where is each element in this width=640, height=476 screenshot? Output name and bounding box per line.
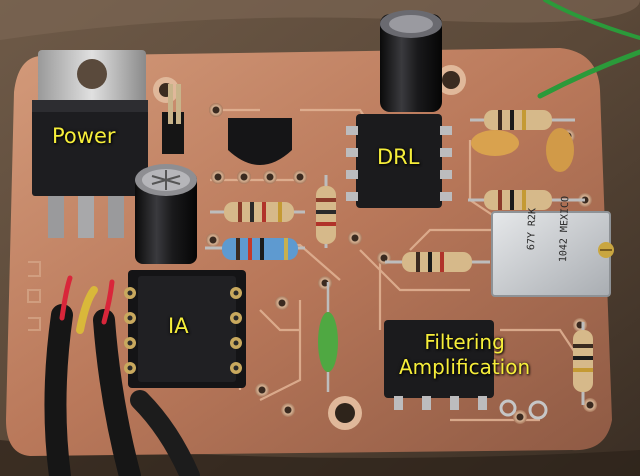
header-pins	[162, 84, 184, 154]
label-amplification: Amplification	[399, 355, 531, 379]
transistor	[228, 118, 292, 165]
label-filtering: Filtering	[424, 330, 505, 354]
pot-marking-line1: 67Y R2K	[526, 207, 539, 251]
electrolytic-capacitor-large	[380, 10, 442, 112]
electrolytic-capacitor-small	[135, 164, 197, 264]
solder-loops	[499, 399, 548, 420]
pot-marking-line2: 1042 MEXICO	[558, 195, 572, 263]
board-silkscreen	[27, 261, 41, 331]
ic-ia	[124, 270, 246, 388]
label-drl: DRL	[377, 145, 420, 169]
ic-filtering-amplification	[384, 320, 494, 410]
ic-drl	[346, 114, 452, 208]
trim-potentiometer	[491, 211, 614, 297]
ceramic-capacitors	[318, 128, 574, 392]
label-power: Power	[52, 124, 116, 148]
voltage-regulator	[32, 50, 148, 238]
label-filtering-amplification: Filtering Amplification	[399, 330, 530, 380]
resistors	[205, 110, 593, 405]
label-ia: IA	[168, 314, 189, 338]
wires	[44, 0, 640, 476]
